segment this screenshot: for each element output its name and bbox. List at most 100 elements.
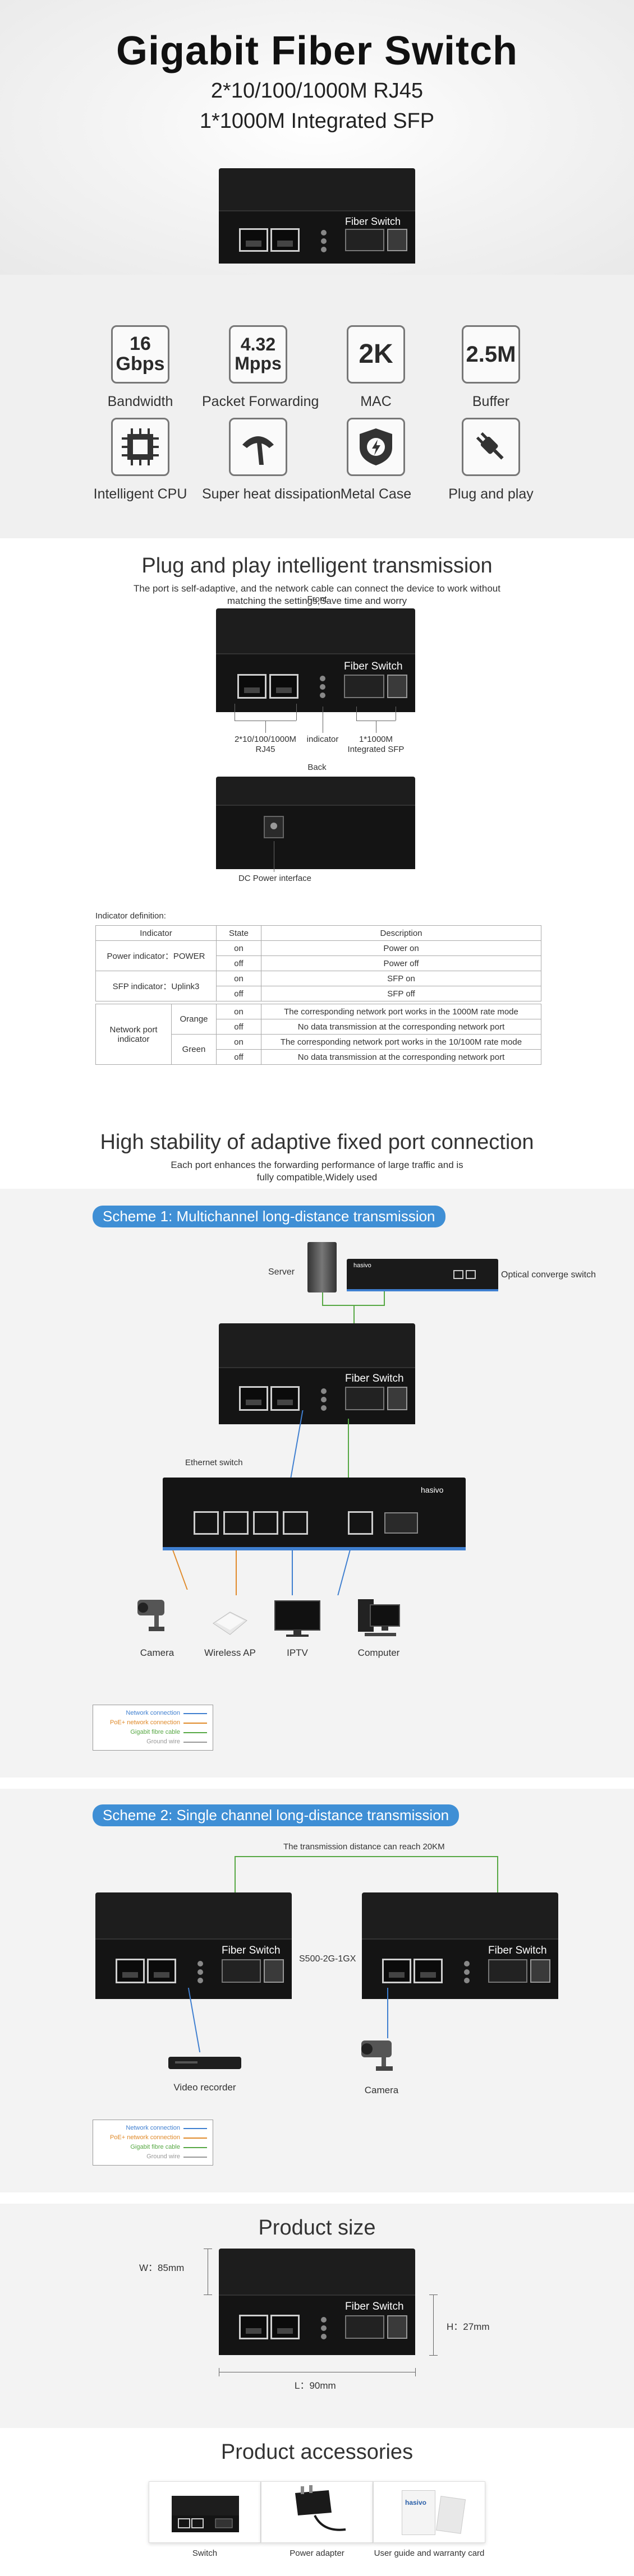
legend-label: Network connection xyxy=(126,2125,180,2131)
table-row: Green on The corresponding network port … xyxy=(96,1034,541,1065)
plug-section: Plug and play intelligent transmission T… xyxy=(0,538,634,1121)
sfp-label-line2: Integrated SFP xyxy=(347,745,405,754)
table-cell: on xyxy=(216,1004,261,1019)
table-header: State xyxy=(216,925,261,941)
ethernet-switch-brand: hasivo xyxy=(421,1485,444,1494)
scheme2-right-label: Fiber Switch xyxy=(488,1945,547,1956)
server-icon xyxy=(307,1242,337,1292)
hero-switch-label: Fiber Switch xyxy=(345,216,401,227)
device-label: Camera xyxy=(140,1647,174,1658)
table-row: off No data transmission at the correspo… xyxy=(96,1049,541,1065)
feature-mac: 2K MAC xyxy=(320,325,432,410)
scheme1-title: Scheme 1: Multichannel long-distance tra… xyxy=(93,1206,445,1227)
table-cell: Power off xyxy=(261,955,541,971)
feature-metal-case: Metal Case xyxy=(320,418,432,502)
feature-label: Intelligent CPU xyxy=(93,486,187,502)
size-switch-image: Fiber Switch xyxy=(219,2249,415,2355)
feature-cpu: Intelligent CPU xyxy=(84,418,196,502)
metal-case-icon xyxy=(347,418,405,476)
table-cell: Power on xyxy=(261,940,541,956)
wireless-ap-icon xyxy=(213,1612,247,1635)
plug-desc-1: The port is self-adaptive, and the netwo… xyxy=(134,583,500,594)
dc-power-label: DC Power interface xyxy=(238,874,312,883)
ethernet-switch-image: hasivo xyxy=(163,1478,466,1550)
legend-label: Gigabit fibre cable xyxy=(130,2144,180,2150)
size-section: Product size Fiber Switch W：85mm H：27mm … xyxy=(0,2204,634,2428)
stability-section: High stability of adaptive fixed port co… xyxy=(0,1121,634,1189)
feature-label: Bandwidth xyxy=(107,394,173,409)
scheme1-switch-label: Fiber Switch xyxy=(345,1373,404,1384)
table-header: Indicator xyxy=(95,925,217,941)
plug-desc-2: matching the settings,Save time and worr… xyxy=(227,595,407,606)
server-label: Server xyxy=(268,1267,295,1277)
table-row: Power indicator：POWER on Power on xyxy=(95,940,541,971)
feature-label: Buffer xyxy=(472,394,510,409)
legend-item: Gigabit fibre cable xyxy=(99,1728,207,1737)
device-label: Video recorder xyxy=(173,2082,236,2093)
table-row: off SFP off xyxy=(96,986,541,1001)
cpu-icon xyxy=(111,418,169,476)
table-cell: off xyxy=(216,986,261,1001)
scheme2-left-label: Fiber Switch xyxy=(222,1945,281,1956)
feature-label: Metal Case xyxy=(340,486,412,502)
scheme1-legend: Network connection PoE+ network connecti… xyxy=(93,1705,213,1751)
mac-icon: 2K xyxy=(347,325,405,384)
switch-icon xyxy=(172,2496,239,2532)
table-cell: on xyxy=(216,940,261,956)
device-wireless-ap: Wireless AP xyxy=(199,1595,261,1659)
table-cell: on xyxy=(216,971,261,986)
plug-icon xyxy=(462,418,520,476)
legend-label: PoE+ network connection xyxy=(109,2134,180,2141)
device-computer: Computer xyxy=(351,1592,407,1659)
table-cell: off xyxy=(216,955,261,971)
device-video-recorder: Video recorder xyxy=(157,2052,252,2093)
device-iptv: IPTV xyxy=(269,1595,325,1659)
table-cell: on xyxy=(216,1034,261,1050)
back-label: Back xyxy=(307,763,327,772)
model-label: S500-2G-1GX xyxy=(299,1954,356,1964)
distance-label: The transmission distance can reach 20KM xyxy=(283,1842,445,1852)
accessory-switch xyxy=(149,2481,261,2543)
hero-title: Gigabit Fiber Switch xyxy=(116,29,518,73)
camera-icon xyxy=(361,2041,393,2071)
legend-label: Gigabit fibre cable xyxy=(130,1729,180,1735)
width-label: W：85mm xyxy=(139,2263,185,2273)
scheme1-section: Scheme 1: Multichannel long-distance tra… xyxy=(0,1189,634,1778)
table-cell: Network port indicator xyxy=(95,1004,172,1065)
length-label: L：90mm xyxy=(295,2380,336,2391)
rj45-label-line2: RJ45 xyxy=(255,745,275,754)
sfp-label: 1*1000M Integrated SFP xyxy=(345,735,407,755)
table-cell: SFP off xyxy=(261,986,541,1001)
rj45-label: 2*10/100/1000M RJ45 xyxy=(232,735,299,755)
feature-label: Super heat dissipation xyxy=(202,486,341,502)
front-label: Front xyxy=(307,594,327,604)
features-section: 16 Gbps Bandwidth 4.32 Mpps Packet Forwa… xyxy=(0,275,634,538)
legend-label: Ground wire xyxy=(146,2153,180,2160)
legend-item: PoE+ network connection xyxy=(99,1718,207,1728)
bandwidth-icon: 16 Gbps xyxy=(111,325,169,384)
sfp-label-line1: 1*1000M xyxy=(359,735,393,744)
scheme2-title: Scheme 2: Single channel long-distance t… xyxy=(93,1804,460,1826)
table-cell: No data transmission at the correspondin… xyxy=(261,1019,541,1035)
tv-icon xyxy=(274,1600,320,1637)
video-recorder-icon xyxy=(168,2057,241,2069)
legend-item: Ground wire xyxy=(99,1737,207,1747)
table-cell: off xyxy=(216,1049,261,1065)
table-cell: The corresponding network port works in … xyxy=(261,1004,541,1019)
power-adapter-icon xyxy=(295,2485,346,2531)
legend-item: Ground wire xyxy=(99,2152,207,2162)
device-label: Computer xyxy=(357,1647,400,1658)
scheme2-switch-right: Fiber Switch xyxy=(362,1892,558,1999)
hero-subtitle-rj45: 2*10/100/1000M RJ45 xyxy=(210,79,424,103)
table-header: Description xyxy=(261,925,541,941)
scheme2-switch-left: Fiber Switch xyxy=(95,1892,292,1999)
device-label: Camera xyxy=(364,2085,399,2095)
device-label: Wireless AP xyxy=(204,1647,256,1658)
table-cell: Green xyxy=(171,1034,217,1065)
table-cell: No data transmission at the correspondin… xyxy=(261,1049,541,1065)
accessories-section: Product accessories Switch Power adapter… xyxy=(0,2428,634,2576)
indicator-table-network: Network port indicator Orange on The cor… xyxy=(95,1004,541,1065)
feature-label: Packet Forwarding xyxy=(202,394,319,409)
stability-desc-2: fully compatible,Widely used xyxy=(256,1172,378,1183)
